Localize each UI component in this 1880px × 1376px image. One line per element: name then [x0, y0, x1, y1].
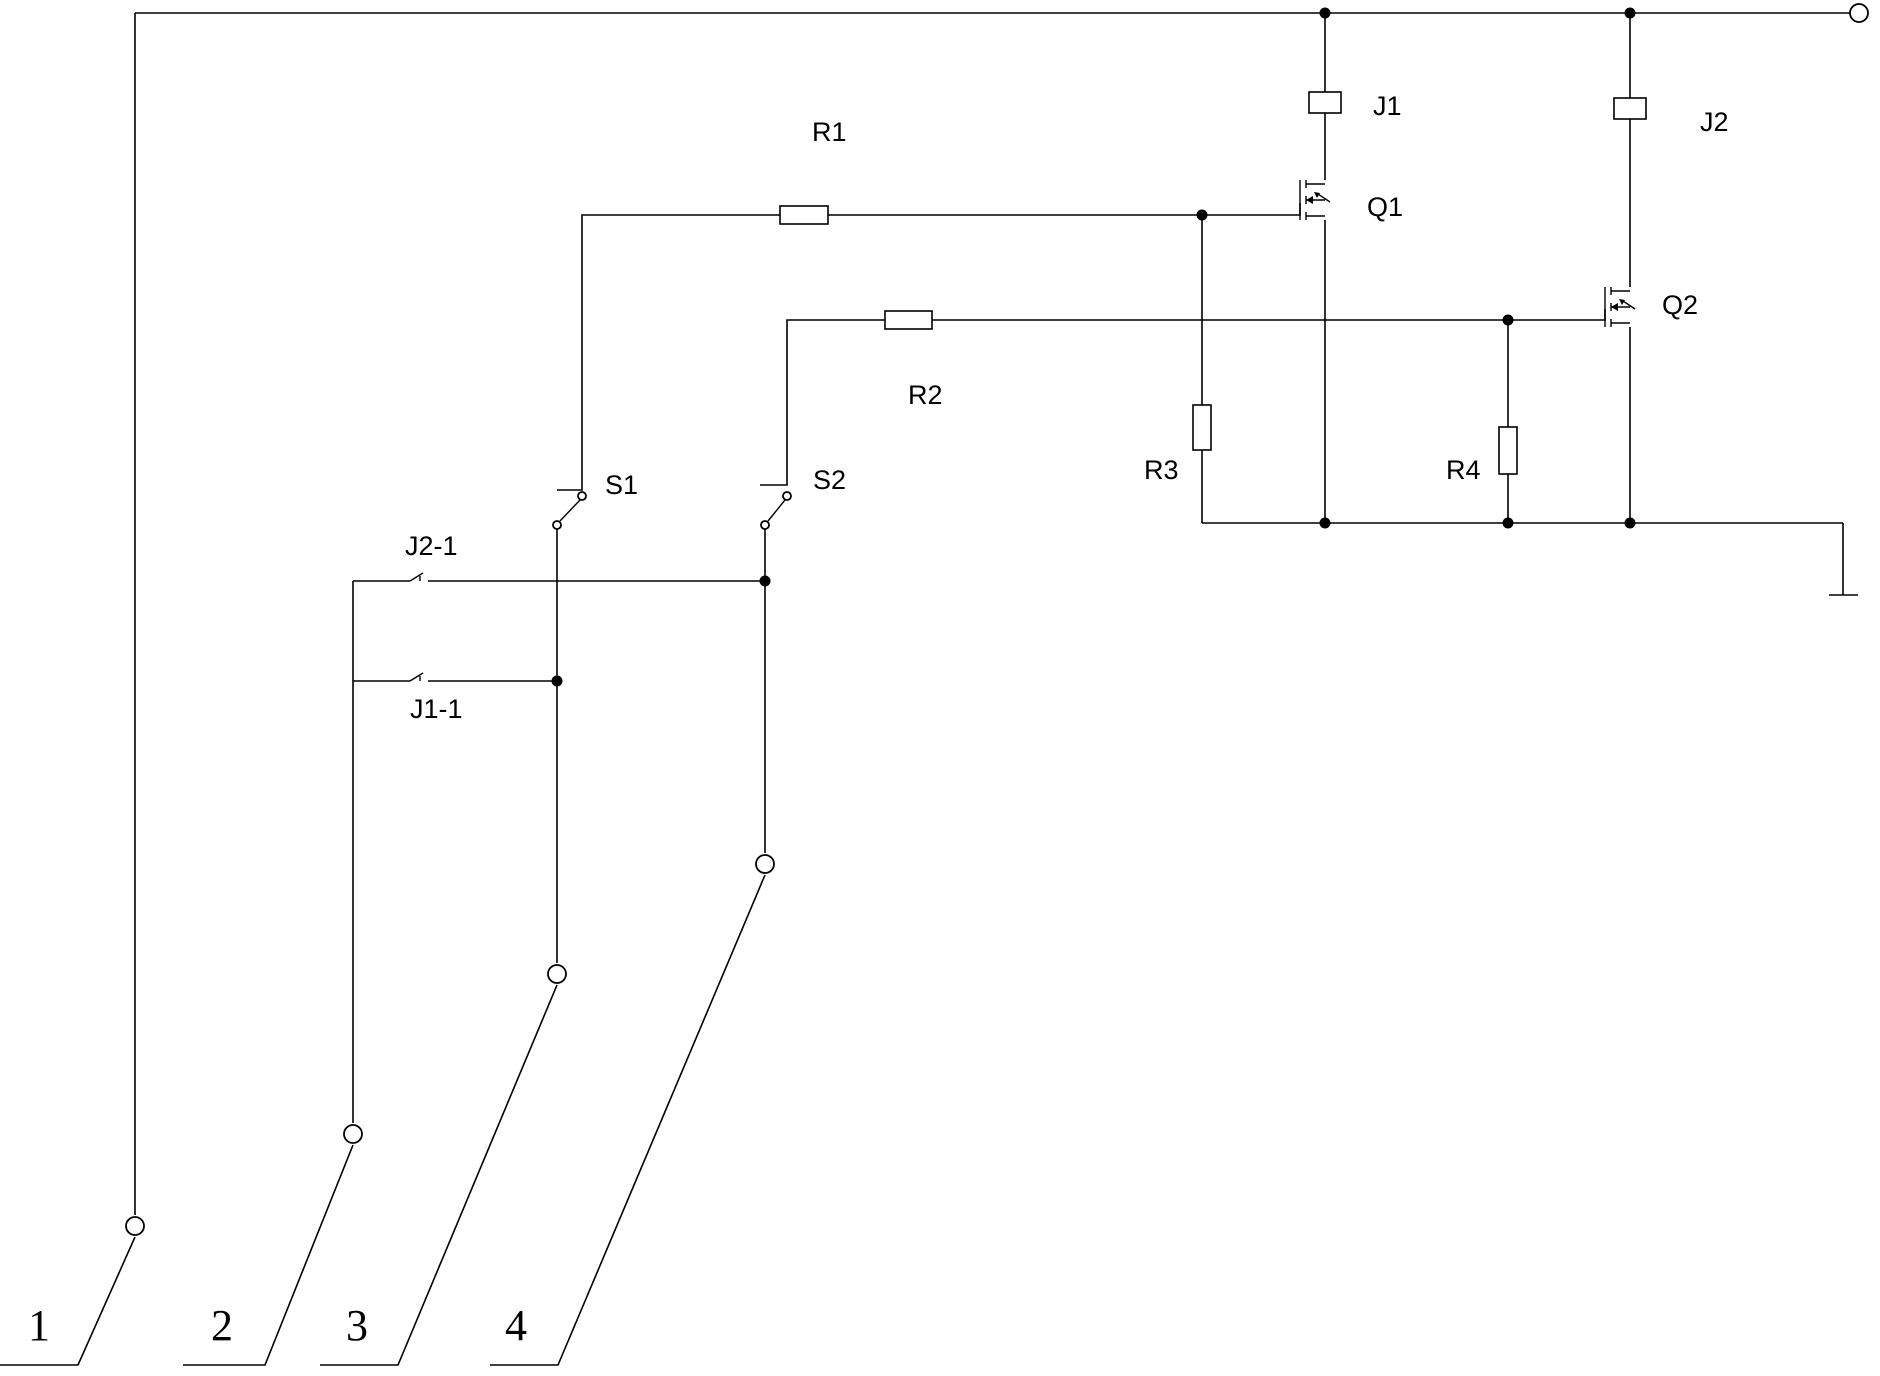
resistor-r4	[1498, 426, 1518, 475]
terminal-4-leader	[490, 874, 766, 1366]
mosfet-q2	[1604, 287, 1636, 327]
relay-contact-j1-1	[409, 672, 424, 682]
mosfet-q1	[1299, 180, 1331, 220]
terminal-1-leader	[0, 1236, 136, 1366]
label-r4: R4	[1446, 455, 1481, 485]
wires	[0, 12, 1850, 1366]
junction-dots	[551, 7, 1636, 687]
label-s2: S2	[813, 465, 846, 495]
terminal-2-leader	[183, 1144, 354, 1366]
terminal-1-circle	[125, 1216, 145, 1236]
resistor-r1	[779, 205, 829, 225]
label-q2: Q2	[1662, 290, 1698, 320]
s1-r1-wire	[557, 214, 780, 491]
terminal-number-4: 4	[505, 1301, 527, 1350]
relay-coil-j1	[1308, 91, 1342, 114]
label-j1-1: J1-1	[410, 694, 463, 724]
terminal-number-1: 1	[28, 1301, 50, 1350]
label-j1: J1	[1373, 91, 1402, 121]
label-j2: J2	[1700, 107, 1729, 137]
label-j2-1: J2-1	[405, 531, 458, 561]
terminal-3-circle	[547, 964, 567, 984]
label-r1: R1	[812, 117, 847, 147]
label-s1: S1	[605, 470, 638, 500]
resistor-r2	[884, 310, 933, 330]
supply-terminal	[1849, 3, 1869, 23]
label-r3: R3	[1144, 455, 1179, 485]
relay-contact-j2-1	[409, 572, 424, 582]
label-q1: Q1	[1367, 192, 1403, 222]
s2-r2-wire	[760, 319, 885, 486]
terminal-2-circle	[343, 1124, 363, 1144]
terminal-number-2: 2	[211, 1301, 233, 1350]
resistor-r3	[1192, 404, 1212, 451]
switch-s1	[552, 491, 587, 530]
terminal-4-circle	[755, 854, 775, 874]
switch-s2	[760, 491, 792, 530]
terminal-number-3: 3	[346, 1301, 368, 1350]
label-r2: R2	[908, 380, 943, 410]
terminal-3-leader	[320, 984, 558, 1366]
relay-coil-j2	[1613, 97, 1647, 120]
r1-q1-gate-wire	[828, 203, 1301, 216]
